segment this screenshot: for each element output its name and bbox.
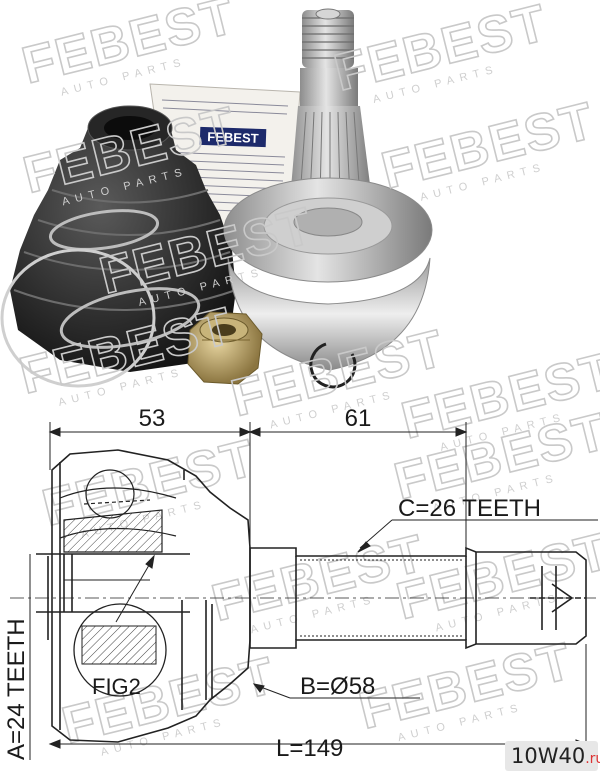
site-watermark-badge: 10W40.ru bbox=[505, 741, 600, 771]
leader-lines bbox=[29, 519, 598, 760]
total-length-label: L=149 bbox=[276, 735, 343, 762]
castle-nut bbox=[187, 311, 263, 385]
diameter-label: B=Ø58 bbox=[300, 673, 375, 700]
dim-right-length: 61 bbox=[345, 405, 372, 432]
site-badge-tld: .ru bbox=[585, 751, 600, 767]
top-dimension-lines bbox=[48, 422, 468, 548]
teeth-a-label: A=24 TEETH bbox=[3, 618, 30, 760]
shaft-splines bbox=[300, 559, 462, 637]
dim-left-length: 53 bbox=[139, 405, 166, 432]
cv-joint-body bbox=[223, 8, 433, 371]
site-badge-name: 10W40 bbox=[511, 744, 586, 768]
figure-label: FIG2 bbox=[92, 674, 141, 699]
shaft bbox=[10, 546, 596, 650]
circlip bbox=[309, 342, 357, 389]
photo-section: FEBEST bbox=[0, 8, 433, 389]
grease-packet-label: FEBEST bbox=[207, 129, 259, 146]
hatched-sections bbox=[63, 509, 167, 697]
boot-clamps bbox=[0, 209, 201, 388]
technical-drawing: 53 61 bbox=[3, 405, 598, 762]
teeth-c-label: C=26 TEETH bbox=[398, 495, 541, 522]
